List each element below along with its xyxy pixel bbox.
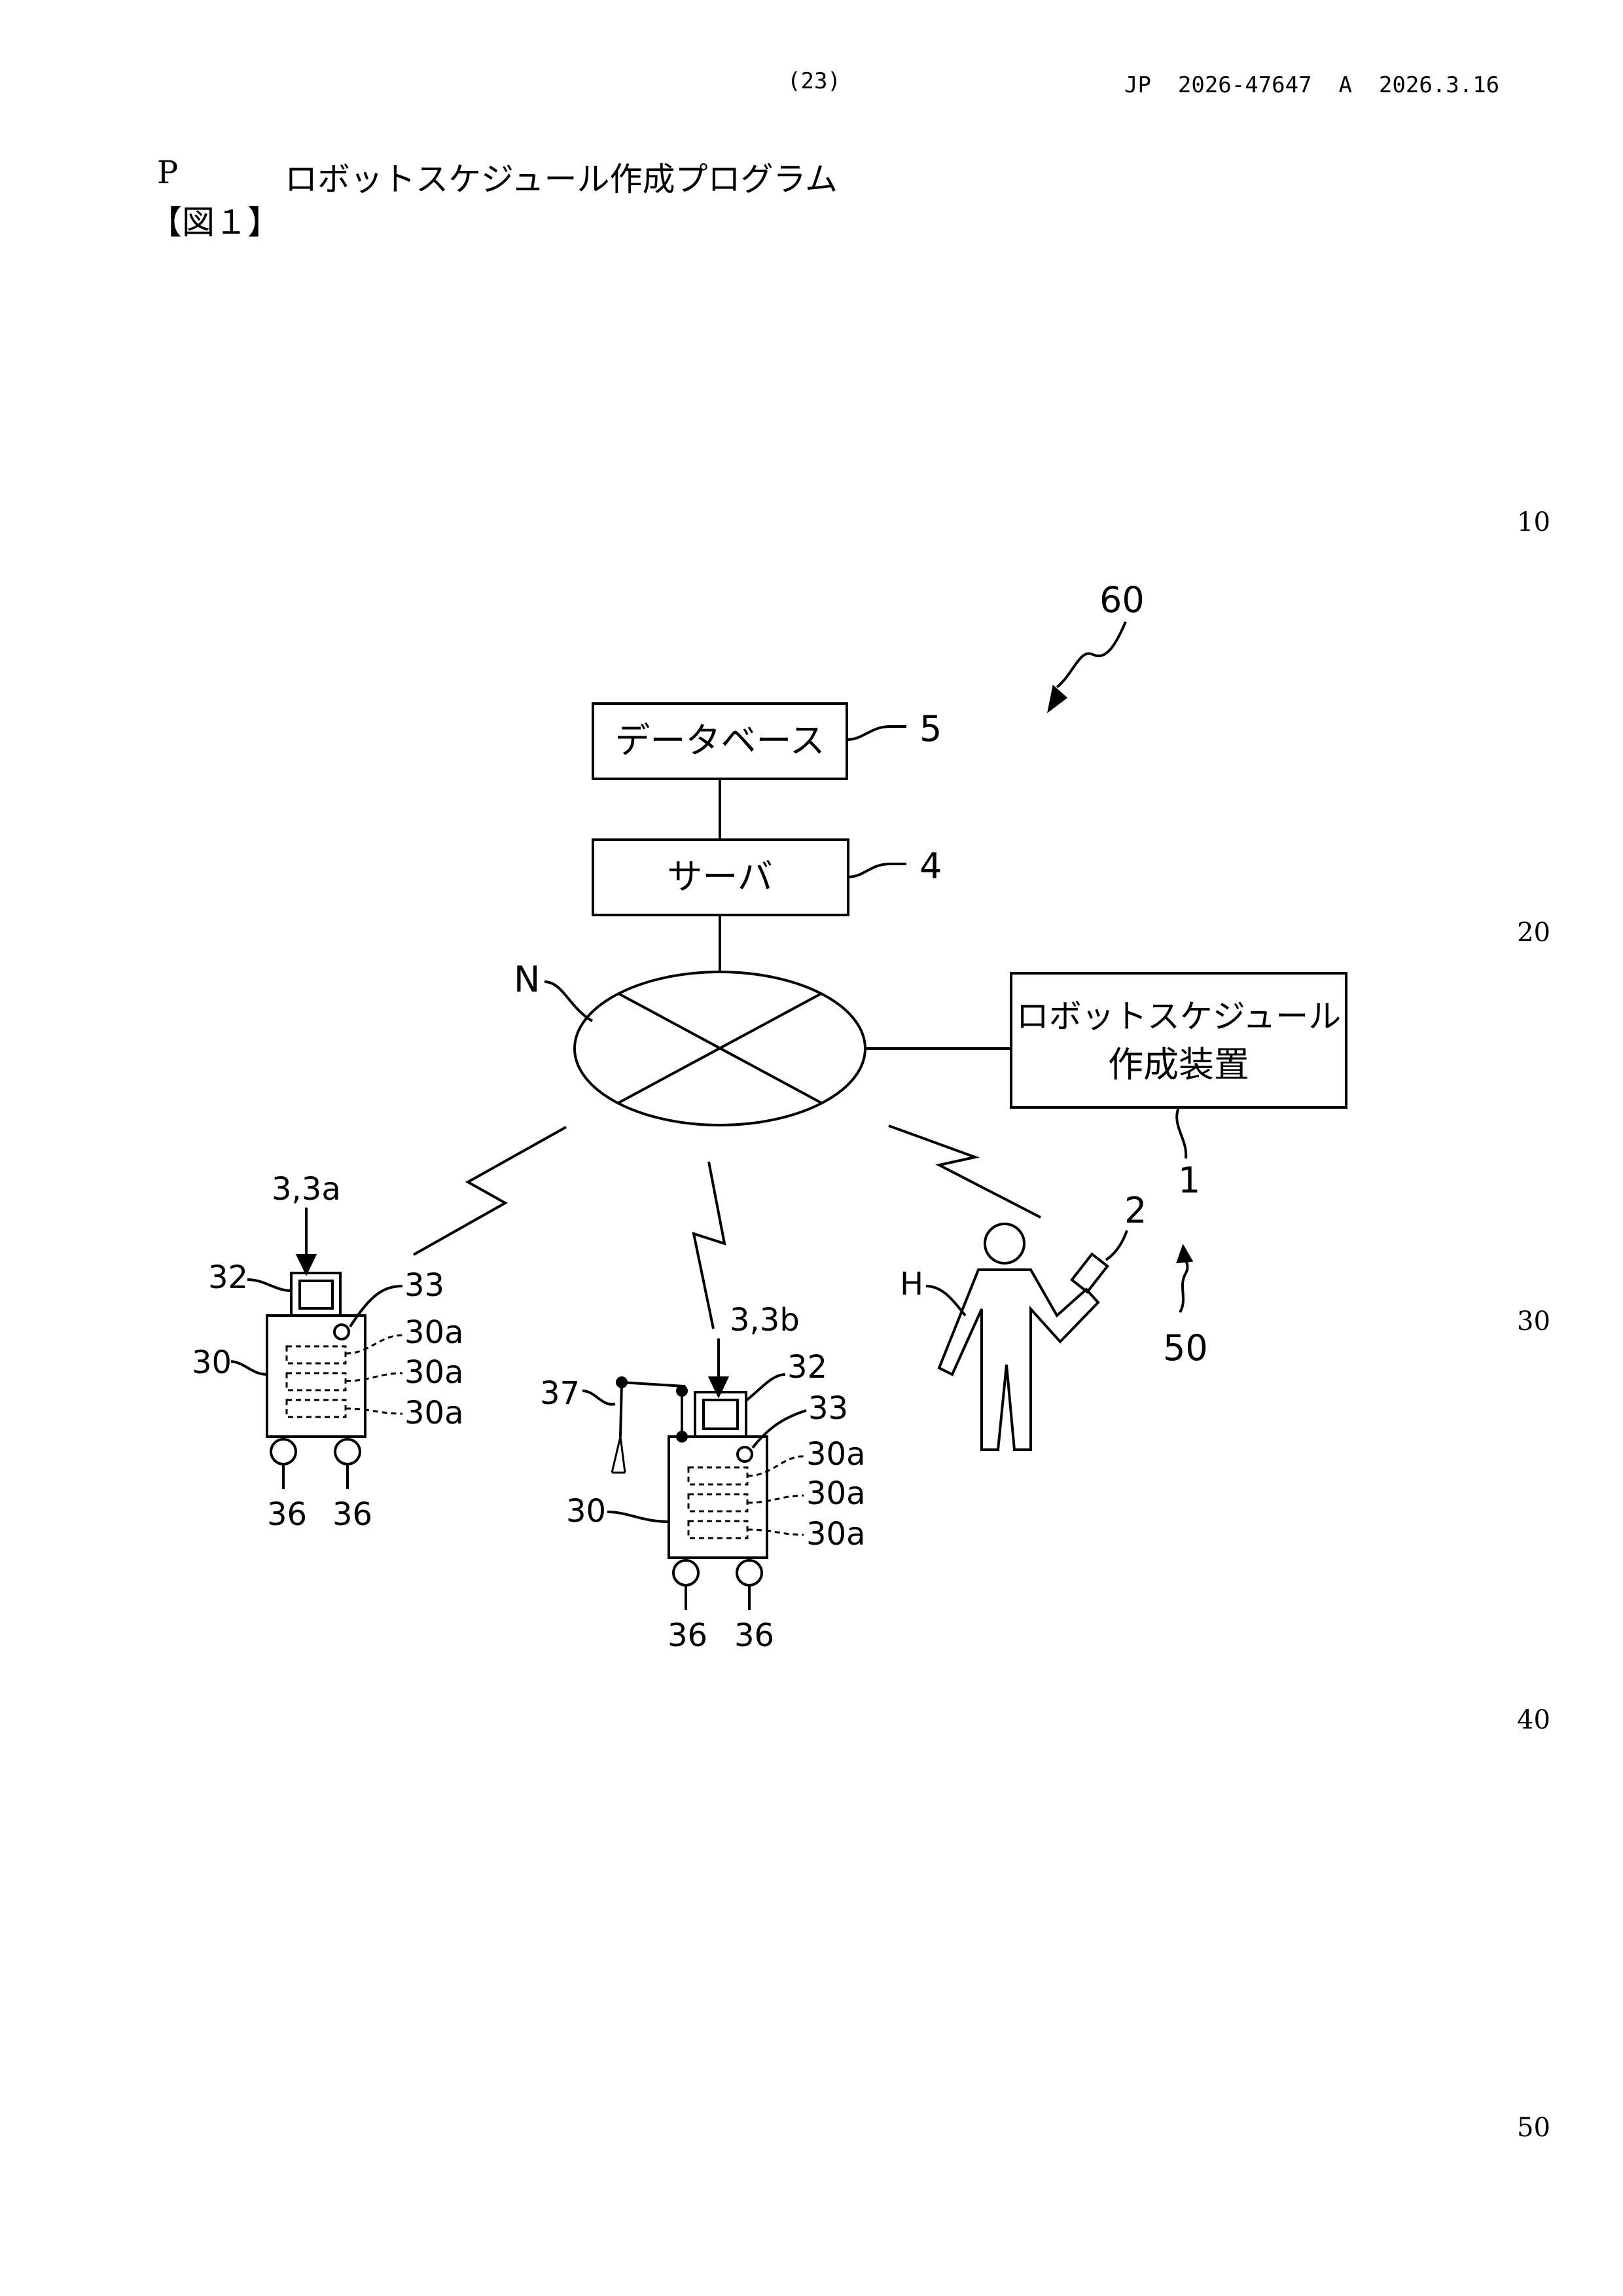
robot-b-shelf-leader-1: [747, 1456, 804, 1476]
person-leader: [926, 1286, 965, 1316]
robot-a-monitor-ref: 32: [208, 1259, 248, 1296]
robot-b-arm-joint-1: [617, 1378, 626, 1387]
server-leader: [848, 864, 906, 877]
robot-a-shelf-leader-3: [346, 1408, 402, 1414]
robot-b-arm-ref: 37: [540, 1375, 580, 1412]
server-box-label: サーバ: [667, 856, 772, 897]
robot-a-wheel-left: [271, 1439, 296, 1464]
robot-a-body-leader: [231, 1361, 267, 1374]
person-head: [985, 1224, 1024, 1263]
person-ref-label: H: [900, 1266, 923, 1302]
robot-b-lamp: [738, 1447, 752, 1462]
robot-b-monitor-screen: [704, 1400, 738, 1429]
network-ref-label: N: [514, 959, 540, 1000]
robot-b-shelf-2: [688, 1494, 747, 1511]
robot-a-shelf-ref-2: 30a: [404, 1354, 464, 1391]
wireless-link-user: [889, 1126, 1041, 1217]
device-box-label-line2: 作成装置: [1108, 1044, 1249, 1085]
system-ref-arrowhead: [1049, 687, 1065, 710]
robot-b-ref-label: 3,3b: [730, 1302, 800, 1338]
robot-a-shelf-1: [287, 1346, 346, 1363]
wireless-link-robot-b: [694, 1162, 724, 1329]
device-box: [1011, 973, 1346, 1107]
robot-b-shelf-ref-1: 30a: [806, 1436, 866, 1473]
robot-a-shelf-leader-1: [346, 1335, 402, 1354]
robot-b-monitor-leader: [746, 1374, 785, 1401]
robot-a-ref-arrowhead: [298, 1255, 315, 1273]
robot-b-shelf-leader-2: [747, 1496, 804, 1503]
robot-b-shelf-1: [688, 1467, 747, 1484]
robot-b-wheel-right: [737, 1560, 762, 1585]
robot-a-lamp-ref: 33: [404, 1267, 444, 1304]
robot-a-wheel-ref-right: 36: [332, 1496, 372, 1533]
robot-b-wheel-left: [673, 1560, 698, 1585]
robot-a-monitor-leader: [247, 1280, 291, 1291]
user-group-arrowhead: [1178, 1247, 1191, 1262]
user-group-ref-label: 50: [1163, 1327, 1208, 1369]
robot-a-lamp-leader: [350, 1286, 402, 1327]
system-ref-label: 60: [1099, 579, 1145, 620]
robot-a-shelf-ref-3: 30a: [404, 1395, 464, 1431]
robot-b-lamp-leader: [753, 1410, 806, 1448]
device-ref-label: 1: [1178, 1160, 1200, 1201]
robot-b-shelf-ref-3: 30a: [806, 1516, 866, 1552]
device-leader: [1177, 1107, 1186, 1158]
database-ref-label: 5: [919, 708, 942, 749]
robot-a-body-ref: 30: [192, 1344, 232, 1381]
robot-b-wheel-ref-left: 36: [668, 1617, 707, 1654]
terminal-ref-label: 2: [1124, 1190, 1147, 1231]
robot-a-lamp: [334, 1325, 349, 1339]
system-ref-arrow: [1057, 622, 1126, 687]
robot-a-monitor-screen: [300, 1281, 332, 1308]
robot-b-body-leader: [607, 1512, 669, 1522]
database-box-label: データベース: [615, 720, 825, 761]
robot-a-ref-label: 3,3a: [272, 1171, 341, 1208]
network-leader: [544, 982, 592, 1021]
robot-b-lamp-ref: 33: [808, 1390, 848, 1427]
robot-a-shelf-ref-1: 30a: [404, 1314, 464, 1351]
robot-b-shelf-leader-3: [747, 1530, 804, 1535]
robot-b-monitor-ref: 32: [787, 1349, 827, 1386]
robot-a-shelf-3: [287, 1400, 346, 1417]
wireless-link-robot-a: [414, 1127, 566, 1255]
robot-a-wheel-ref-left: 36: [267, 1496, 307, 1533]
terminal-device: [1072, 1254, 1107, 1292]
person-body: [939, 1270, 1098, 1450]
robot-b-arm-gripper: [612, 1437, 625, 1473]
robot-b-wheel-ref-right: 36: [734, 1617, 774, 1654]
database-leader: [847, 726, 906, 740]
robot-b-arm-leader: [582, 1391, 615, 1405]
robot-a-shelf-2: [287, 1373, 346, 1390]
robot-a-body: [267, 1316, 365, 1437]
robot-b-arm: [620, 1382, 684, 1437]
server-ref-label: 4: [919, 846, 942, 887]
robot-a-shelf-leader-2: [346, 1373, 402, 1381]
terminal-leader: [1106, 1230, 1127, 1260]
robot-b-arm-joint-2: [677, 1386, 687, 1395]
robot-b-body-ref: 30: [566, 1493, 606, 1530]
robot-a-wheel-right: [335, 1439, 360, 1464]
user-group-arrow: [1180, 1255, 1188, 1312]
robot-b-shelf-3: [688, 1521, 747, 1538]
device-box-label-line1: ロボットスケジュール: [1016, 997, 1342, 1035]
robot-b-shelf-ref-2: 30a: [806, 1475, 866, 1512]
robot-b-arm-joint-3: [677, 1432, 687, 1441]
